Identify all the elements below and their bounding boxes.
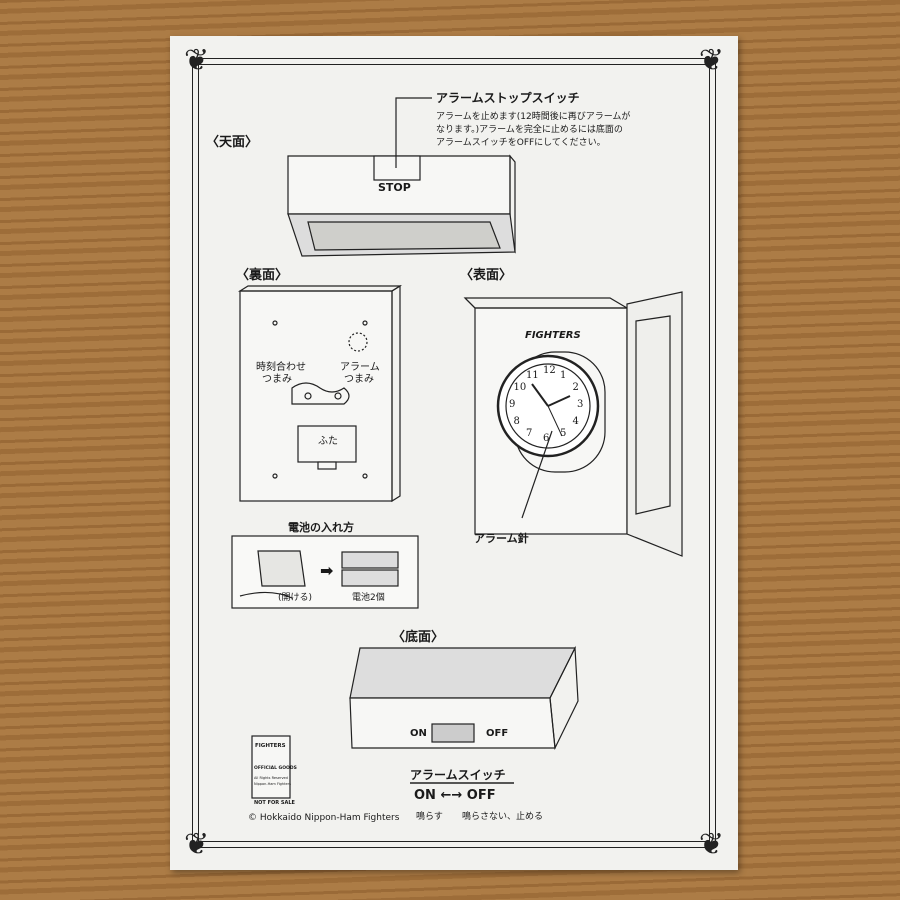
alarm-knob-label-1: アラーム	[340, 362, 380, 373]
ornamental-frame-inner	[198, 64, 710, 842]
silent-label: 鳴らさない、止める	[462, 812, 544, 822]
clock-numeral: 6	[543, 433, 550, 444]
stop-switch-title: アラームストップスイッチ	[436, 91, 580, 105]
logo-name: FIGHTERS	[255, 743, 286, 749]
clock-numeral: 10	[513, 382, 527, 393]
product-box: ❦ ❦ ❦ ❦	[170, 36, 738, 870]
on-label: ON	[410, 728, 427, 739]
stop-desc-1: アラームを止めます(12時間後に再びアラームが	[436, 112, 631, 122]
clock-numeral: 11	[526, 369, 539, 381]
section-back: 〈裏面〉	[236, 268, 289, 283]
clock-numeral: 4	[572, 416, 579, 427]
alarm-knob-label-2: つまみ	[344, 374, 374, 385]
clock-numeral: 7	[526, 428, 533, 440]
ornamental-frame	[192, 58, 716, 848]
corner-ornament-icon: ❦	[698, 43, 724, 78]
clock-numeral: 9	[509, 399, 516, 410]
battery-open: (開ける)	[278, 593, 313, 603]
stop-desc-2: なります。)アラームを完全に止めるには底面の	[436, 125, 623, 135]
corner-ornament-icon: ❦	[184, 43, 210, 78]
arrow-right-icon: ➡	[320, 561, 334, 580]
corner-ornament-icon: ❦	[698, 827, 724, 862]
logo-nfs: NOT FOR SALE	[254, 800, 295, 806]
instruction-illustrations	[231, 97, 683, 799]
clock-numeral: 3	[577, 399, 584, 410]
brand-label: FIGHTERS	[525, 330, 581, 341]
alarm-hand-label: アラーム針	[474, 532, 529, 545]
section-top: 〈天面〉	[206, 135, 259, 150]
time-knob-label-1: 時刻合わせ	[256, 362, 306, 373]
clock-numeral: 8	[513, 416, 520, 427]
logo-org: Nippon-Ham Fighters	[254, 782, 291, 786]
section-front: 〈表面〉	[460, 268, 513, 283]
clock-numeral: 5	[560, 428, 567, 440]
on-off-label: ON ←→ OFF	[414, 788, 496, 803]
stop-label: STOP	[378, 181, 411, 194]
section-bottom: 〈底面〉	[392, 630, 445, 645]
alarm-switch-title: アラームスイッチ	[410, 768, 506, 782]
logo-goods: OFFICIAL GOODS	[254, 766, 297, 771]
off-label: OFF	[486, 728, 509, 739]
logo-rights: All Rights Reserved	[254, 776, 288, 780]
clock-numeral: 12	[543, 365, 556, 376]
clock-numeral: 1	[560, 369, 567, 381]
corner-ornament-icon: ❦	[184, 827, 210, 862]
time-knob-label-2: つまみ	[262, 374, 292, 385]
ring-label: 鳴らす	[416, 812, 443, 822]
battery-title: 電池の入れ方	[288, 521, 354, 534]
battery-count: 電池2個	[352, 593, 385, 603]
stop-desc-3: アラームスイッチをOFFにしてください。	[436, 138, 606, 148]
lid-label: ふた	[318, 436, 338, 447]
copyright: © Hokkaido Nippon-Ham Fighters	[248, 813, 400, 823]
clock-numeral: 2	[572, 382, 579, 393]
